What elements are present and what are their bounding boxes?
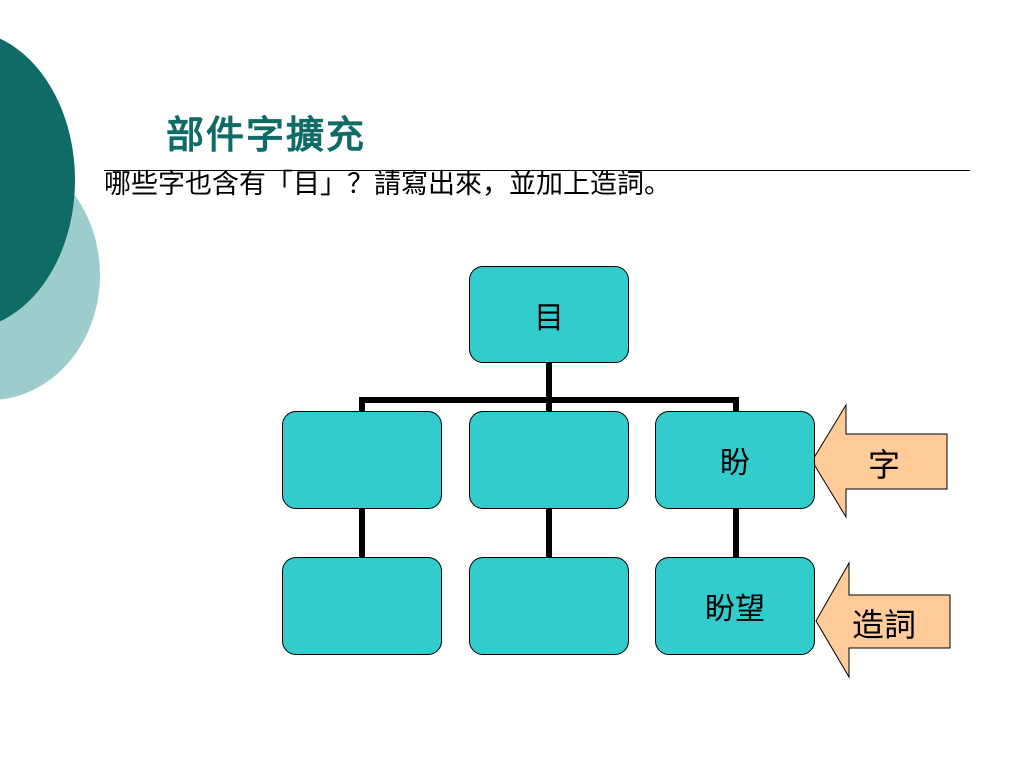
word-node-2[interactable]: [469, 557, 629, 655]
character-node-3[interactable]: 盼: [655, 411, 815, 509]
character-callout-arrow: [811, 403, 948, 519]
word-node-3[interactable]: 盼望: [655, 557, 815, 655]
slide-title: 部件字擴充: [166, 112, 367, 157]
title-underline: [104, 170, 970, 171]
word-callout-arrow: [815, 561, 951, 679]
character-node-1[interactable]: [282, 411, 442, 509]
word-node-1[interactable]: [282, 557, 442, 655]
character-node-2[interactable]: [469, 411, 629, 509]
word-callout-label: 造詞: [852, 606, 917, 644]
root-node: 目: [469, 266, 629, 363]
instruction-text: 哪些字也含有「目」？請寫出來，並加上造詞。: [104, 169, 671, 200]
character-callout-label: 字: [868, 446, 901, 484]
